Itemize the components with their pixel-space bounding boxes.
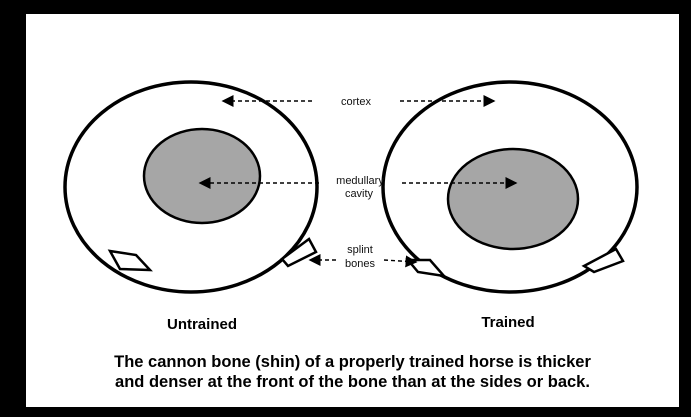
diagram-panel: cortex medullary cavity splint bones Unt… [26,14,679,407]
caption-line-2: and denser at the front of the bone than… [26,372,679,392]
trained-caption: Trained [481,314,534,331]
splint-bones-pointer: splint bones [310,244,416,270]
trained-bone [383,82,637,292]
untrained-medullary-cavity [144,129,260,223]
splint-label-line2: bones [345,258,375,270]
trained-medullary-cavity [448,149,578,249]
untrained-caption: Untrained [167,316,237,333]
medullary-label-line2: cavity [345,188,374,200]
untrained-bone [65,82,317,292]
figure-caption: The cannon bone (shin) of a properly tra… [26,352,679,392]
medullary-label-line1: medullary [336,175,384,187]
cannon-bone-diagram: cortex medullary cavity splint bones Unt… [26,14,679,407]
caption-line-1: The cannon bone (shin) of a properly tra… [26,352,679,372]
cortex-label: cortex [341,96,371,108]
splint-label-line1: splint [347,244,373,256]
